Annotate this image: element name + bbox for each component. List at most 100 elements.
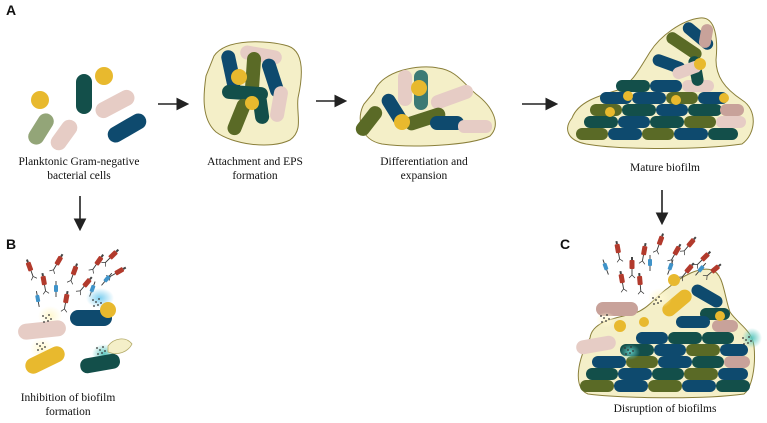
caption-attachment-eps: Attachment and EPS formation: [190, 155, 320, 183]
gram-negative-rod-icon: [636, 332, 668, 344]
panel-c-disruption: [576, 233, 762, 399]
gram-negative-rod-icon: [720, 344, 748, 356]
gram-negative-rod-icon: [404, 107, 446, 131]
panel-b-inhibition: [18, 248, 133, 374]
phage-syringe-icon: [618, 270, 628, 293]
phage-syringe-icon: [667, 259, 674, 275]
gram-negative-rod-icon: [691, 284, 723, 308]
burst-effect-icon: [596, 312, 616, 328]
phage-syringe-icon: [75, 276, 93, 296]
gram-negative-rod-icon: [666, 32, 702, 60]
gram-negative-rod-icon: [355, 106, 383, 136]
lysis-debris-icon: [36, 342, 46, 351]
phage-syringe-icon: [693, 250, 712, 269]
gram-negative-rod-icon: [50, 119, 78, 151]
phage-syringe-icon: [667, 243, 682, 264]
phage-syringe-icon: [101, 248, 120, 267]
caption-line: formation: [45, 406, 91, 418]
caption-line: Planktonic Gram-negative: [18, 156, 140, 168]
lysis-debris-icon: [624, 346, 634, 355]
lysis-debris-icon: [92, 298, 102, 307]
phage-cluster-c: [602, 233, 722, 295]
yellow-coccus-icon: [623, 91, 633, 101]
phage-syringe-icon: [60, 290, 70, 313]
gram-negative-rod-icon: [684, 116, 716, 128]
phage-cluster-b: [25, 248, 127, 313]
gram-negative-rod-icon: [716, 116, 746, 128]
caption-planktonic-cells: Planktonic Gram-negative bacterial cells: [4, 155, 154, 183]
caption-line: formation: [232, 170, 278, 182]
gram-negative-rod-icon: [227, 98, 251, 136]
gram-negative-rod-icon: [650, 80, 682, 92]
caption-mature-biofilm: Mature biofilm: [610, 161, 720, 175]
gram-negative-rod-icon: [618, 368, 652, 380]
gram-negative-rod-icon: [682, 80, 714, 92]
gram-negative-rod-icon: [698, 24, 714, 48]
lysis-debris-icon: [600, 314, 610, 323]
gram-negative-rod-icon: [430, 116, 464, 130]
gram-negative-rod-icon: [576, 128, 608, 140]
yellow-coccus-icon: [639, 317, 649, 327]
gram-negative-rod-icon: [724, 356, 750, 368]
yellow-coccus-icon: [394, 114, 410, 130]
gram-negative-rod-icon: [586, 368, 618, 380]
phage-syringe-icon: [614, 240, 624, 263]
gram-negative-rod-icon: [676, 316, 710, 328]
caption-line: expansion: [400, 170, 448, 182]
gram-negative-rod-icon: [654, 344, 686, 356]
caption-line: Differentiation and: [380, 156, 468, 168]
phage-syringe-icon: [40, 272, 50, 295]
phage-syringe-icon: [54, 281, 58, 297]
gram-negative-rod-icon: [648, 380, 682, 392]
lysis-debris-icon: [652, 296, 662, 305]
caption-disruption: Disruption of biofilms: [600, 402, 730, 416]
yellow-coccus-icon: [95, 67, 113, 85]
gram-negative-rod-icon: [684, 368, 718, 380]
gram-negative-rod-icon: [107, 113, 147, 143]
yellow-coccus-icon: [100, 302, 116, 318]
gram-negative-rod-icon: [270, 86, 288, 122]
phage-syringe-icon: [702, 263, 722, 281]
phage-syringe-icon: [49, 253, 64, 274]
lysis-debris-icon: [42, 314, 52, 323]
phage-syringe-icon: [101, 272, 113, 286]
mature-rod-cluster: [576, 22, 746, 140]
stage-mature-biofilm: [567, 17, 754, 149]
gram-negative-rod-icon: [662, 289, 692, 317]
gram-negative-rod-icon: [458, 120, 492, 133]
gram-negative-rod-icon: [614, 380, 648, 392]
gram-negative-rod-icon: [686, 344, 720, 356]
caption-line: bacterial cells: [47, 170, 111, 182]
lysis-debris-icon: [96, 346, 106, 355]
phage-syringe-icon: [25, 259, 38, 281]
yellow-coccus-icon: [715, 311, 725, 321]
lysis-debris-b: [36, 298, 106, 355]
gram-negative-rod-icon: [580, 380, 614, 392]
panel-letter-c: C: [560, 236, 571, 252]
caption-line: Inhibition of biofilm: [20, 392, 116, 404]
gram-negative-rod-icon: [712, 320, 738, 332]
phage-syringe-icon: [637, 272, 645, 295]
stage-differentiation: [355, 66, 496, 147]
gram-negative-rod-icon: [430, 84, 474, 110]
gram-negative-rod-icon: [25, 346, 65, 374]
gram-negative-rod-icon: [702, 332, 734, 344]
burst-effect-icon: [742, 328, 762, 348]
yellow-coccus-icon: [245, 96, 259, 110]
gram-negative-rod-icon: [616, 80, 650, 92]
yellow-coccus-icon: [411, 80, 427, 96]
gram-negative-rod-icon: [652, 368, 684, 380]
caption-differentiation: Differentiation and expansion: [364, 155, 484, 183]
yellow-coccus-icon: [671, 95, 681, 105]
gram-negative-rod-icon: [642, 128, 674, 140]
yellow-coccus-icon: [614, 320, 626, 332]
gram-negative-rod-icon: [682, 380, 716, 392]
phage-syringe-icon: [638, 242, 648, 265]
gram-negative-rod-icon: [28, 113, 54, 145]
phage-syringe-icon: [628, 257, 636, 279]
gram-negative-rod-icon: [708, 128, 738, 140]
lysis-debris-c: [600, 296, 752, 355]
burst-effect-icon: [620, 344, 640, 360]
gram-negative-rod-icon: [398, 70, 412, 106]
disrupted-rod-cluster: [576, 274, 750, 392]
